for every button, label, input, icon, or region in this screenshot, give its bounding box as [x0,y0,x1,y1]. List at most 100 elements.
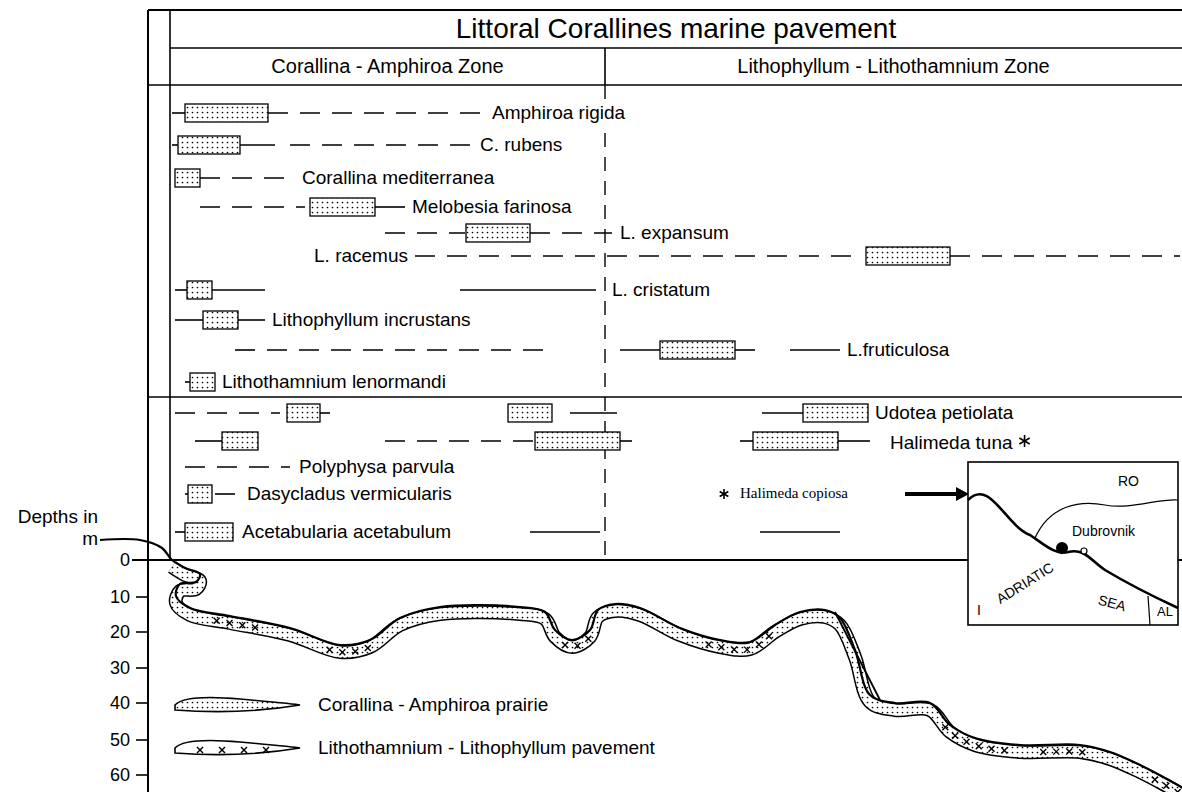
map-label: I [977,602,981,618]
pavement-mark [706,641,712,647]
abundance-box [866,247,950,265]
pavement-mark [214,618,220,624]
range-line [175,412,280,414]
pavement-mark [575,643,581,649]
pavement-mark [263,747,269,753]
range-line [200,177,295,179]
pavement-mark [575,643,581,649]
pavement-mark [756,641,762,647]
range-line [240,144,275,146]
pavement-mark [562,642,568,648]
abundance-box [203,311,238,329]
range-line [185,381,190,383]
pavement-mark [1053,749,1059,755]
pavement-mark [352,648,358,654]
range-line [385,440,535,442]
species-name: Halimeda copiosa [738,485,850,502]
range-line [200,206,305,208]
range-line [268,112,480,114]
species-name: L. expansum [618,222,731,244]
pavement-mark [731,646,737,652]
abundance-box [535,432,620,450]
pavement-mark [952,733,958,739]
range-line [620,440,632,442]
abundance-box [188,485,212,503]
pavement-mark [327,647,333,653]
species-name: Polyphysa parvula [297,456,456,478]
abundance-box [185,523,233,541]
species-name: Lithothamnium lenormandi [220,371,448,393]
pavement-mark [988,746,994,752]
range-line [460,289,596,291]
fault-line [835,612,880,700]
pavement-mark [1001,748,1007,754]
pavement-mark [718,644,724,650]
depth-number: 60 [110,765,130,786]
pointer-arrow [905,492,958,496]
zone-divider [604,48,606,85]
pavement-mark [227,620,233,626]
map-frame [968,462,1178,625]
city-dot [1056,542,1068,554]
pavement-mark [1175,789,1181,792]
pavement-mark [942,724,948,730]
pavement-mark [731,646,737,652]
frame-line [170,47,1182,49]
zone-title: Lithophyllum - Lithothamnium Zone [737,55,1049,78]
pavement-mark [214,618,220,624]
pavement-mark [706,641,712,647]
range-line [215,493,240,495]
range-line [175,531,185,533]
pavement-mark [585,636,591,642]
map-label: Dubrovnik [1072,523,1135,539]
species-name: Amphiroa rigida [490,102,627,124]
pavement-mark [756,641,762,647]
pavement-mark [1040,749,1046,755]
map-label: RO [1118,473,1139,489]
range-line [415,255,860,257]
range-line [760,531,840,533]
range-line [320,412,330,414]
depth-tick [136,702,148,704]
range-line [195,440,222,442]
abundance-box [508,404,552,422]
range-line [735,349,755,351]
pavement-mark [241,747,247,753]
abundance-box [178,136,240,154]
species-name: C. rubens [478,134,564,156]
abundance-box [660,341,735,359]
pavement-mark [964,739,970,745]
pavement-mark [1152,777,1158,783]
pavement-mark [1040,749,1046,755]
pavement-mark [744,647,750,653]
pavement-mark [964,739,970,745]
range-line [235,349,555,351]
asterisk-symbol [1019,438,1029,444]
arrow-head [956,487,969,501]
pavement-mark [1152,777,1158,783]
pavement-mark [952,733,958,739]
pavement-mark [988,746,994,752]
pavement-mark [241,747,247,753]
pavement-mark [976,743,982,749]
pavement-mark [252,625,258,631]
pavement-mark [976,743,982,749]
range-line [790,349,840,351]
abundance-box [287,404,320,422]
species-name: Dasycladus vermicularis [245,483,454,505]
pavement-mark [585,636,591,642]
pavement-mark [1079,749,1085,755]
asterisk-symbol [1019,438,1029,444]
abundance-box [310,198,375,216]
pavement-mark [1001,748,1007,754]
coastline [968,494,1178,608]
depth-number: 40 [110,693,130,714]
pavement-mark [219,747,225,753]
range-line [762,412,803,414]
pavement-mark [197,747,203,753]
pavement-mark [1066,748,1072,754]
asterisk-symbol [720,492,729,497]
depth-tick [136,631,148,633]
pavement-mark [1053,749,1059,755]
border-line [1148,596,1150,625]
